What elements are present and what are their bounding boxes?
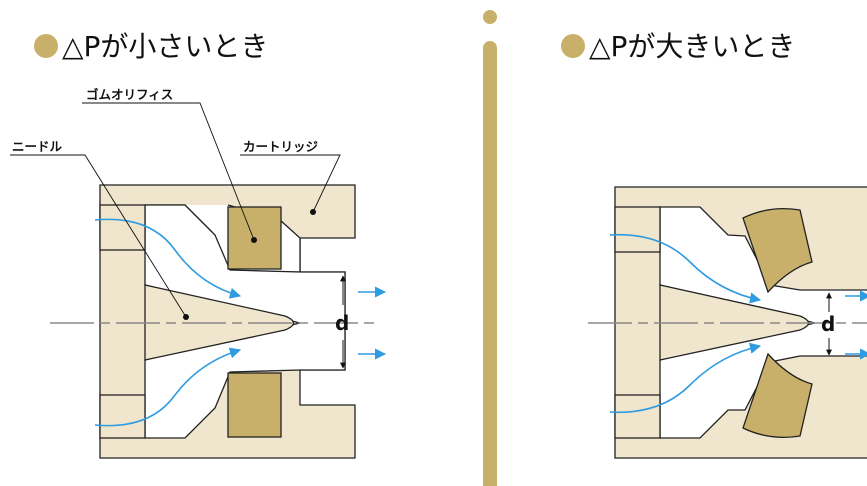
needle-label: ニードル: [12, 139, 63, 154]
left-inlet-top: [99, 204, 146, 251]
right-panel-title: △Pが大きいとき: [589, 30, 795, 63]
left-cartridge-leader: [240, 154, 341, 213]
left-rubber-orifice-leader: [82, 102, 255, 241]
left-flow-arrow-top: [94, 218, 242, 299]
right-gap-label: d: [821, 312, 835, 336]
right-flow-arrow-top: [609, 233, 762, 304]
right-rubber-orifice-top: [742, 207, 813, 294]
left-title-bullet-icon: [34, 34, 58, 58]
right-flow-arrow-bottom: [609, 342, 762, 414]
left-inlet-bottom: [99, 394, 146, 439]
left-gap-label: d: [335, 311, 349, 335]
left-flow-arrow-bottom: [94, 347, 242, 427]
right-panel: △Pが大きいとき d: [561, 30, 867, 459]
divider-dot: [483, 10, 497, 24]
right-title-bullet-icon: [561, 34, 585, 58]
left-panel: △Pが小さいとき d ゴムオリフィス: [10, 30, 387, 459]
left-needle-leader: [10, 154, 187, 318]
rubber-orifice-label: ゴムオリフィス: [86, 87, 173, 102]
right-inlet-top: [614, 206, 661, 253]
left-panel-title: △Pが小さいとき: [62, 30, 268, 63]
cartridge-label: カートリッジ: [243, 139, 319, 154]
right-inlet-bottom: [614, 394, 661, 439]
right-rubber-orifice-bottom: [742, 352, 813, 439]
panel-divider: [483, 10, 497, 486]
left-rubber-orifice-bottom: [227, 372, 282, 438]
